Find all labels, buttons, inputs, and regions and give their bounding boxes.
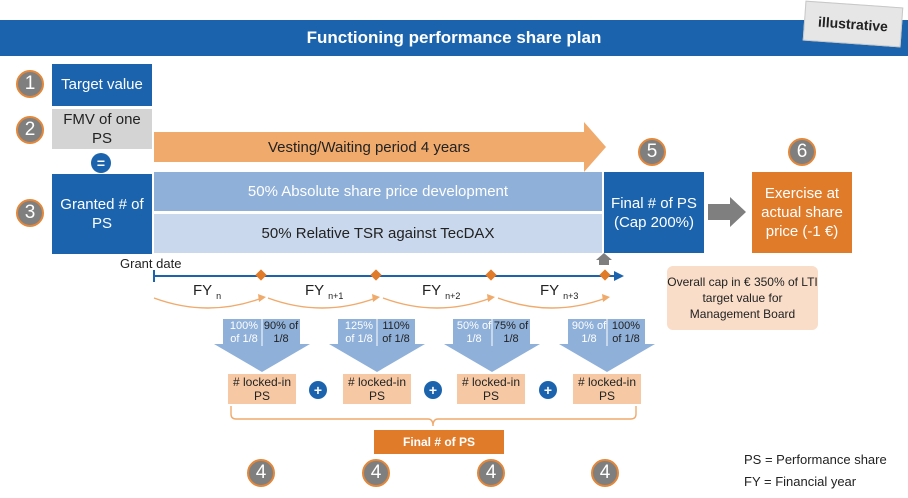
grant-date-label: Grant date — [120, 256, 182, 271]
target-value-box: Target value — [52, 64, 152, 106]
step-6-badge: 6 — [788, 138, 816, 166]
step-4-badge: 4 — [591, 459, 619, 487]
locked-in-ps-box: # locked-in PS — [573, 374, 641, 404]
plus-icon: + — [424, 381, 442, 399]
fy-label: FY n+2 — [422, 282, 461, 301]
timeline-marker — [485, 269, 497, 281]
step-1-badge: 1 — [16, 70, 44, 98]
step-4-badge: 4 — [362, 459, 390, 487]
fy-curve-arrow — [382, 297, 492, 309]
legend-ps: PS = Performance share — [744, 452, 887, 467]
fy-label: FY n — [193, 282, 222, 301]
bracket — [230, 406, 637, 427]
timeline-marker — [255, 269, 267, 281]
locked-in-ps-box: # locked-in PS — [343, 374, 411, 404]
fy-percent-a: 90% of 1/8 — [571, 320, 607, 345]
locked-in-ps-box: # locked-in PS — [228, 374, 296, 404]
fy-curve-arrow — [497, 297, 607, 309]
final-ps-cap-box: Final # of PS (Cap 200%) — [604, 172, 704, 253]
fy-curve-arrow — [153, 297, 263, 309]
fy-percent-b: 110% of 1/8 — [382, 320, 410, 345]
absolute-share-price-bar: 50% Absolute share price development — [154, 172, 602, 211]
timeline-arrowhead — [614, 271, 624, 281]
fy-percent-a: 50% of 1/8 — [456, 320, 492, 345]
overall-cap-note: Overall cap in € 350% of LTI target valu… — [667, 266, 818, 330]
equals-icon: = — [91, 153, 111, 173]
fy-curve-arrow — [267, 297, 377, 309]
granted-ps-box: Granted # of PS — [52, 174, 152, 254]
fy-percent-a: 125% of 1/8 — [344, 320, 374, 345]
step-3-badge: 3 — [16, 199, 44, 227]
locked-in-ps-box: # locked-in PS — [457, 374, 525, 404]
step-4-badge: 4 — [477, 459, 505, 487]
plus-icon: + — [539, 381, 557, 399]
timeline-marker — [370, 269, 382, 281]
step-2-badge: 2 — [16, 116, 44, 144]
fy-percent-a: 100% of 1/8 — [229, 320, 259, 345]
fy-percent-b: 75% of 1/8 — [493, 320, 529, 345]
vesting-arrow — [154, 122, 606, 172]
step-5-badge: 5 — [638, 138, 666, 166]
exercise-arrow — [708, 197, 746, 227]
relative-tsr-bar: 50% Relative TSR against TecDAX — [154, 214, 602, 253]
fmv-box: FMV of one PS — [52, 109, 152, 149]
final-ps-bottom-box: Final # of PS — [374, 430, 504, 454]
header-bar: Functioning performance share plan — [0, 20, 908, 56]
fy-percent-b: 90% of 1/8 — [263, 320, 299, 345]
fy-label: FY n+1 — [305, 282, 344, 301]
fy-percent-b: 100% of 1/8 — [611, 320, 641, 345]
exercise-box: Exercise at actual share price (-1 €) — [752, 172, 852, 253]
fy-label: FY n+3 — [540, 282, 579, 301]
up-arrow-icon — [596, 253, 612, 265]
step-4-badge: 4 — [247, 459, 275, 487]
plus-icon: + — [309, 381, 327, 399]
vesting-label: Vesting/Waiting period 4 years — [267, 138, 471, 156]
timeline-marker — [599, 269, 611, 281]
legend-fy: FY = Financial year — [744, 474, 857, 489]
page-title: Functioning performance share plan — [306, 28, 602, 47]
